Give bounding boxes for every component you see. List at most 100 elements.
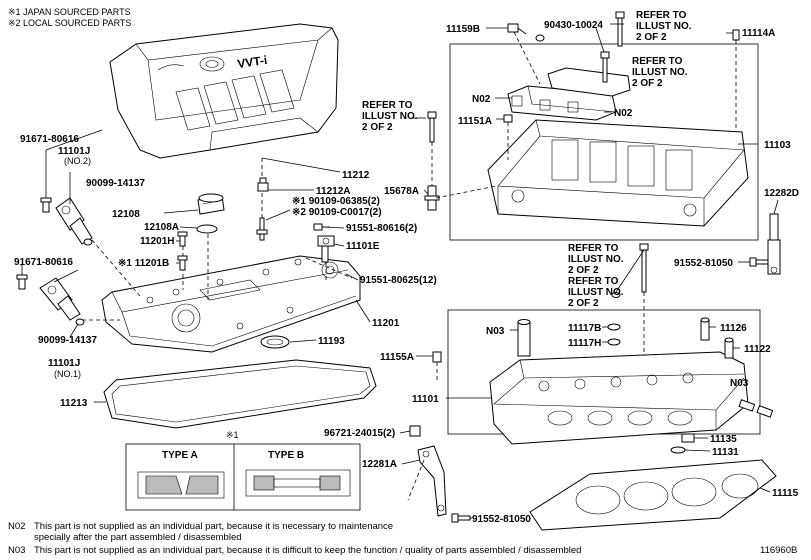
footnote-n02-code: N02 — [8, 521, 25, 532]
type-b-cross-section — [245, 469, 351, 497]
svg-text:REFER TO: REFER TO — [568, 276, 619, 287]
gasket-11213[interactable] — [103, 359, 377, 429]
label-N03-a: N03 — [486, 326, 505, 337]
bolt-refer-head[interactable] — [639, 243, 649, 293]
label-11126: 11126 — [720, 323, 747, 334]
label-91551-80616: 91551-80616(2) — [346, 223, 417, 234]
bolt-11201H[interactable] — [177, 231, 188, 247]
label-11193: 11193 — [318, 336, 345, 347]
label-11101E: 11101E — [346, 241, 380, 252]
label-11131: 11131 — [712, 447, 739, 458]
footnote-n02-line1: This part is not supplied as an individu… — [34, 521, 393, 532]
pin-11151A[interactable] — [503, 114, 513, 123]
svg-text:ILLUST NO.: ILLUST NO. — [568, 254, 624, 265]
pin-11122[interactable] — [724, 337, 734, 359]
bracket-12281A[interactable] — [417, 445, 447, 517]
label-90109-06385: ※1 90109-06385(2) — [292, 196, 380, 207]
footnote-n03-code: N03 — [8, 545, 25, 556]
engine-cover-11212[interactable]: VVT-i — [109, 23, 339, 159]
tube-N03[interactable] — [517, 319, 531, 357]
svg-text:2 OF 2: 2 OF 2 — [568, 298, 599, 309]
label-91552-81050-b: 91552-81050 — [472, 514, 531, 525]
svg-text:REFER TO: REFER TO — [632, 56, 683, 67]
camshaft-housing-11103[interactable] — [487, 119, 749, 227]
valve-cover-11201[interactable] — [101, 255, 361, 353]
label-11115: 11115 — [772, 488, 799, 499]
label-12282D: 12282D — [764, 188, 799, 199]
refer-note-5: REFER TO ILLUST NO. 2 OF 2 — [568, 276, 624, 309]
grommet-11212A[interactable] — [257, 177, 269, 192]
svg-text:ILLUST NO.: ILLUST NO. — [636, 21, 692, 32]
bolt-91671-80616-a[interactable] — [40, 197, 52, 213]
gasket-11135[interactable] — [681, 433, 695, 443]
cylinder-head-11101[interactable] — [489, 351, 749, 445]
plug-11159B[interactable] — [507, 23, 527, 35]
bolt-refer-mid[interactable] — [600, 51, 610, 83]
oil-filler-cap-12108[interactable] — [197, 193, 225, 215]
bolt-91552-81050-a[interactable] — [749, 257, 769, 267]
label-11117B: 11117B — [568, 323, 601, 334]
svg-text:REFER TO: REFER TO — [362, 100, 413, 111]
plug-96721-24015[interactable] — [409, 425, 421, 437]
type-a-cross-section — [137, 471, 225, 499]
plug-11155A[interactable] — [432, 351, 442, 363]
label-96721-24015: 96721-24015(2) — [324, 428, 395, 439]
pin-11126[interactable] — [700, 317, 710, 341]
oil-control-valve-11101E[interactable] — [317, 235, 335, 263]
label-11114A: 11114A — [742, 28, 775, 39]
seal-11193[interactable] — [260, 335, 290, 349]
label-11213: 11213 — [60, 398, 88, 409]
type-b-label: TYPE B — [268, 450, 304, 461]
label-N02-b: N02 — [614, 108, 633, 119]
bolt-refer-top[interactable] — [615, 11, 625, 47]
bolt-11201B[interactable] — [177, 255, 188, 271]
o-ring-90099-14137-a[interactable] — [83, 238, 93, 246]
label-11201B: ※1 11201B — [118, 258, 169, 269]
bolt-refer-left[interactable] — [427, 111, 437, 143]
tube-N03-right[interactable] — [738, 399, 774, 418]
bolt-91671-80616-b[interactable] — [16, 274, 28, 290]
label-91551-80625: 91551-80625(12) — [360, 275, 437, 286]
label-90430-10024: 90430-10024 — [544, 20, 603, 31]
label-12108: 12108 — [112, 209, 140, 220]
footnote-n02-line2: specially after the part assembled / dis… — [34, 532, 242, 543]
washer-refer[interactable] — [611, 292, 621, 298]
type-box-mark: ※1 — [226, 430, 239, 440]
camshaft-bearing-caps-N02[interactable] — [507, 67, 631, 121]
plug-11131[interactable] — [670, 446, 686, 454]
note-local-sourced: ※2 LOCAL SOURCED PARTS — [8, 18, 131, 28]
note-japan-sourced: ※1 JAPAN SOURCED PARTS — [8, 7, 131, 17]
oil-control-valve-11101J-no2[interactable] — [55, 197, 93, 245]
gasket-12108A[interactable] — [196, 224, 218, 234]
label-90099-14137-b: 90099-14137 — [38, 335, 97, 346]
label-11135: 11135 — [710, 434, 737, 445]
label-11101J-no1: 11101J — [48, 358, 80, 369]
pin-11114A[interactable] — [732, 29, 740, 41]
refer-note-2: REFER TO ILLUST NO. 2 OF 2 — [636, 10, 692, 43]
label-15678A: 15678A — [384, 186, 419, 197]
bolt-91552-81050-b[interactable] — [451, 513, 471, 523]
oil-control-valve-11101J-no1[interactable] — [39, 277, 81, 321]
stud-90109[interactable] — [256, 217, 268, 241]
bracket-12282D[interactable] — [767, 213, 781, 275]
label-91552-81050-a: 91552-81050 — [674, 258, 733, 269]
svg-text:ILLUST NO.: ILLUST NO. — [362, 111, 418, 122]
label-11103: 11103 — [764, 140, 791, 151]
type-box — [125, 443, 361, 511]
svg-text:2 OF 2: 2 OF 2 — [636, 32, 667, 43]
head-gasket-11115[interactable] — [529, 459, 777, 531]
o-ring-90099-14137-b[interactable] — [75, 318, 85, 326]
label-11117H: 11117H — [568, 338, 601, 349]
refer-note-3: REFER TO ILLUST NO. 2 OF 2 — [632, 56, 688, 89]
label-11101J-no2: 11101J — [58, 146, 90, 157]
label-N03-b: N03 — [730, 378, 749, 389]
svg-text:REFER TO: REFER TO — [568, 243, 619, 254]
footnote-n03-line1: This part is not supplied as an individu… — [34, 545, 581, 556]
plug-11117B[interactable] — [607, 323, 621, 331]
plug-11117H[interactable] — [607, 338, 621, 346]
label-11101J-no2-sub: (NO.2) — [64, 156, 91, 166]
camshaft-housing-group-box — [449, 43, 759, 241]
label-N02-a: N02 — [472, 94, 491, 105]
gasket-90430-10024[interactable] — [535, 34, 545, 42]
